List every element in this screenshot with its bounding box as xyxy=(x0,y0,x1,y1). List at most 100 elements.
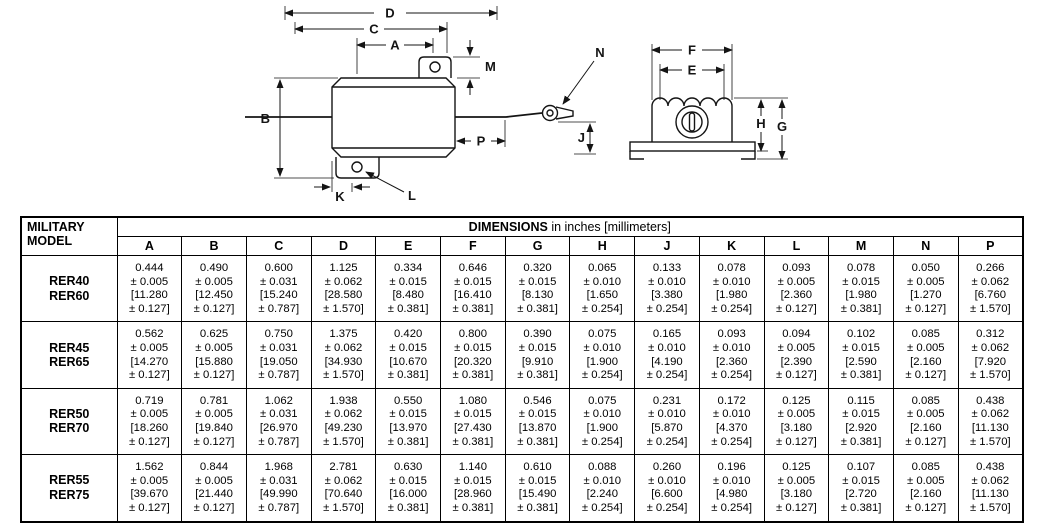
dimension-line: ± 0.127] xyxy=(128,302,170,315)
dimension-line: ± 0.005 xyxy=(130,341,169,354)
core-outer-circle xyxy=(675,105,709,139)
dimension-line: 0.094 xyxy=(782,328,811,341)
dimension-line: ± 1.570] xyxy=(323,369,364,382)
dimension-b: B xyxy=(261,77,338,179)
dimension-line: ± 0.381] xyxy=(517,435,558,448)
core-slot xyxy=(688,112,696,132)
dimension-line: [27.430 xyxy=(454,421,492,434)
dimension-d: D xyxy=(284,6,498,21)
dimension-line: ± 1.570] xyxy=(323,302,364,315)
dimension-e: E xyxy=(659,63,725,100)
dimension-line: ± 0.381] xyxy=(517,369,558,382)
dim-label-c: C xyxy=(369,22,379,37)
dimension-line: ± 0.254] xyxy=(646,369,688,382)
dimension-line: ± 0.015 xyxy=(389,275,427,288)
model-name: RER65 xyxy=(49,355,90,370)
dimension-line: [1.650 xyxy=(586,289,618,302)
dimension-line: 0.085 xyxy=(911,328,940,341)
column-header-e: E xyxy=(375,236,442,256)
dimension-line: ± 0.381] xyxy=(840,369,882,382)
model-name: RER60 xyxy=(49,288,90,303)
dimension-line: ± 0.381] xyxy=(387,435,429,448)
dimension-cell: 2.781± 0.062[70.640± 1.570] xyxy=(310,454,377,522)
dimension-line: ± 0.015 xyxy=(842,341,880,354)
column-header-h: H xyxy=(569,236,636,256)
dimension-line: ± 0.005 xyxy=(130,408,169,421)
dimension-line: ± 0.015 xyxy=(842,275,880,288)
dimension-line: ± 0.010 xyxy=(583,408,622,421)
dimension-line: ± 0.381] xyxy=(452,302,494,315)
dimension-line: ± 0.254] xyxy=(581,501,623,514)
dimension-line: ± 0.015 xyxy=(518,275,557,288)
dimension-line: 2.781 xyxy=(329,461,358,474)
dimension-c: C xyxy=(294,22,448,53)
dimension-line: ± 0.015 xyxy=(454,474,492,487)
dimension-f: F xyxy=(651,43,733,100)
dimension-cell: 0.438± 0.062[11.130± 1.570] xyxy=(957,454,1024,522)
column-header-b: B xyxy=(181,236,247,256)
dimension-line: ± 0.127] xyxy=(905,501,947,514)
dimension-line: 0.646 xyxy=(458,262,487,274)
dimension-line: [16.410 xyxy=(454,289,492,302)
dimension-cell: 0.260± 0.010[6.600± 0.254] xyxy=(634,454,700,522)
dimension-line: ± 0.010 xyxy=(648,275,686,288)
dimension-j: J xyxy=(558,121,596,155)
dimension-line: ± 0.010 xyxy=(648,408,686,421)
dimension-line: ± 0.127] xyxy=(776,501,817,514)
dimension-line: 0.750 xyxy=(264,328,293,341)
dimension-cell: 0.078± 0.010[1.980± 0.254] xyxy=(698,254,765,323)
dimension-line: 0.420 xyxy=(394,328,423,341)
dimension-line: [9.910 xyxy=(521,355,554,368)
dimension-line: ± 0.127] xyxy=(193,435,235,448)
dimension-line: ± 0.127] xyxy=(905,369,947,382)
dimension-cell: 1.938± 0.062[49.230± 1.570] xyxy=(310,387,377,456)
dimension-cell: 0.334± 0.015[8.480± 0.381] xyxy=(375,254,442,323)
top-mounting-tab xyxy=(418,56,452,78)
column-header-d: D xyxy=(310,236,377,256)
lug-ring xyxy=(541,104,559,122)
dimension-line: ± 0.787] xyxy=(258,435,300,448)
dimension-cell: 0.490± 0.005[12.450± 0.127] xyxy=(181,254,247,323)
dimension-cell: 0.088± 0.010[2.240± 0.254] xyxy=(569,454,636,522)
dimension-line: ± 0.015 xyxy=(842,474,880,487)
dimension-line: ± 0.381] xyxy=(387,302,429,315)
dimension-line: 1.125 xyxy=(329,262,358,274)
dimension-line: ± 1.570] xyxy=(969,369,1011,382)
dimension-line: ± 0.254] xyxy=(581,302,623,315)
dimension-line: [19.050 xyxy=(259,355,298,368)
dimension-line: [2.920 xyxy=(845,421,877,434)
dimension-line: [2.360 xyxy=(715,355,748,368)
dim-label-d: D xyxy=(385,6,394,21)
dimension-line: [18.260 xyxy=(130,421,169,434)
dimension-line: 1.375 xyxy=(329,328,358,341)
dimension-line: ± 0.015 xyxy=(518,341,557,354)
dimension-cell: 0.125± 0.005[3.180± 0.127] xyxy=(763,387,830,456)
dimension-g: G xyxy=(757,99,788,160)
dim-label-j: J xyxy=(578,130,585,145)
technical-drawing: D C A M B K L xyxy=(0,0,1043,214)
dimension-line: ± 0.381] xyxy=(840,501,882,514)
dimension-line: 0.165 xyxy=(652,328,682,341)
dimension-line: ± 0.127] xyxy=(128,501,170,514)
dimension-n: N xyxy=(562,45,605,105)
dimension-cell: 0.625± 0.005[15.880± 0.127] xyxy=(181,321,247,389)
dimensions-title-units: in inches [millimeters] xyxy=(547,220,671,234)
dimension-line: 0.075 xyxy=(588,394,617,407)
dimension-line: 0.630 xyxy=(394,461,423,474)
dimension-line: 0.600 xyxy=(264,262,293,274)
dimension-cell: 0.719± 0.005[18.260± 0.127] xyxy=(116,387,183,456)
dimension-line: ± 0.015 xyxy=(454,341,492,354)
dimension-line: ± 0.254] xyxy=(646,501,688,514)
dimension-line: ± 0.062 xyxy=(971,275,1010,288)
dimension-line: [14.270 xyxy=(130,355,169,368)
left-foot xyxy=(629,151,644,160)
column-header-p: P xyxy=(957,236,1024,256)
dimension-line: ± 0.031 xyxy=(259,275,298,288)
dimension-line: ± 0.015 xyxy=(389,474,427,487)
dimension-line: ± 0.015 xyxy=(389,408,427,421)
dimension-line: [11.130 xyxy=(971,421,1009,434)
bottom-mounting-hole xyxy=(351,161,363,173)
dimension-cell: 0.600± 0.031[15.240± 0.787] xyxy=(245,254,312,323)
